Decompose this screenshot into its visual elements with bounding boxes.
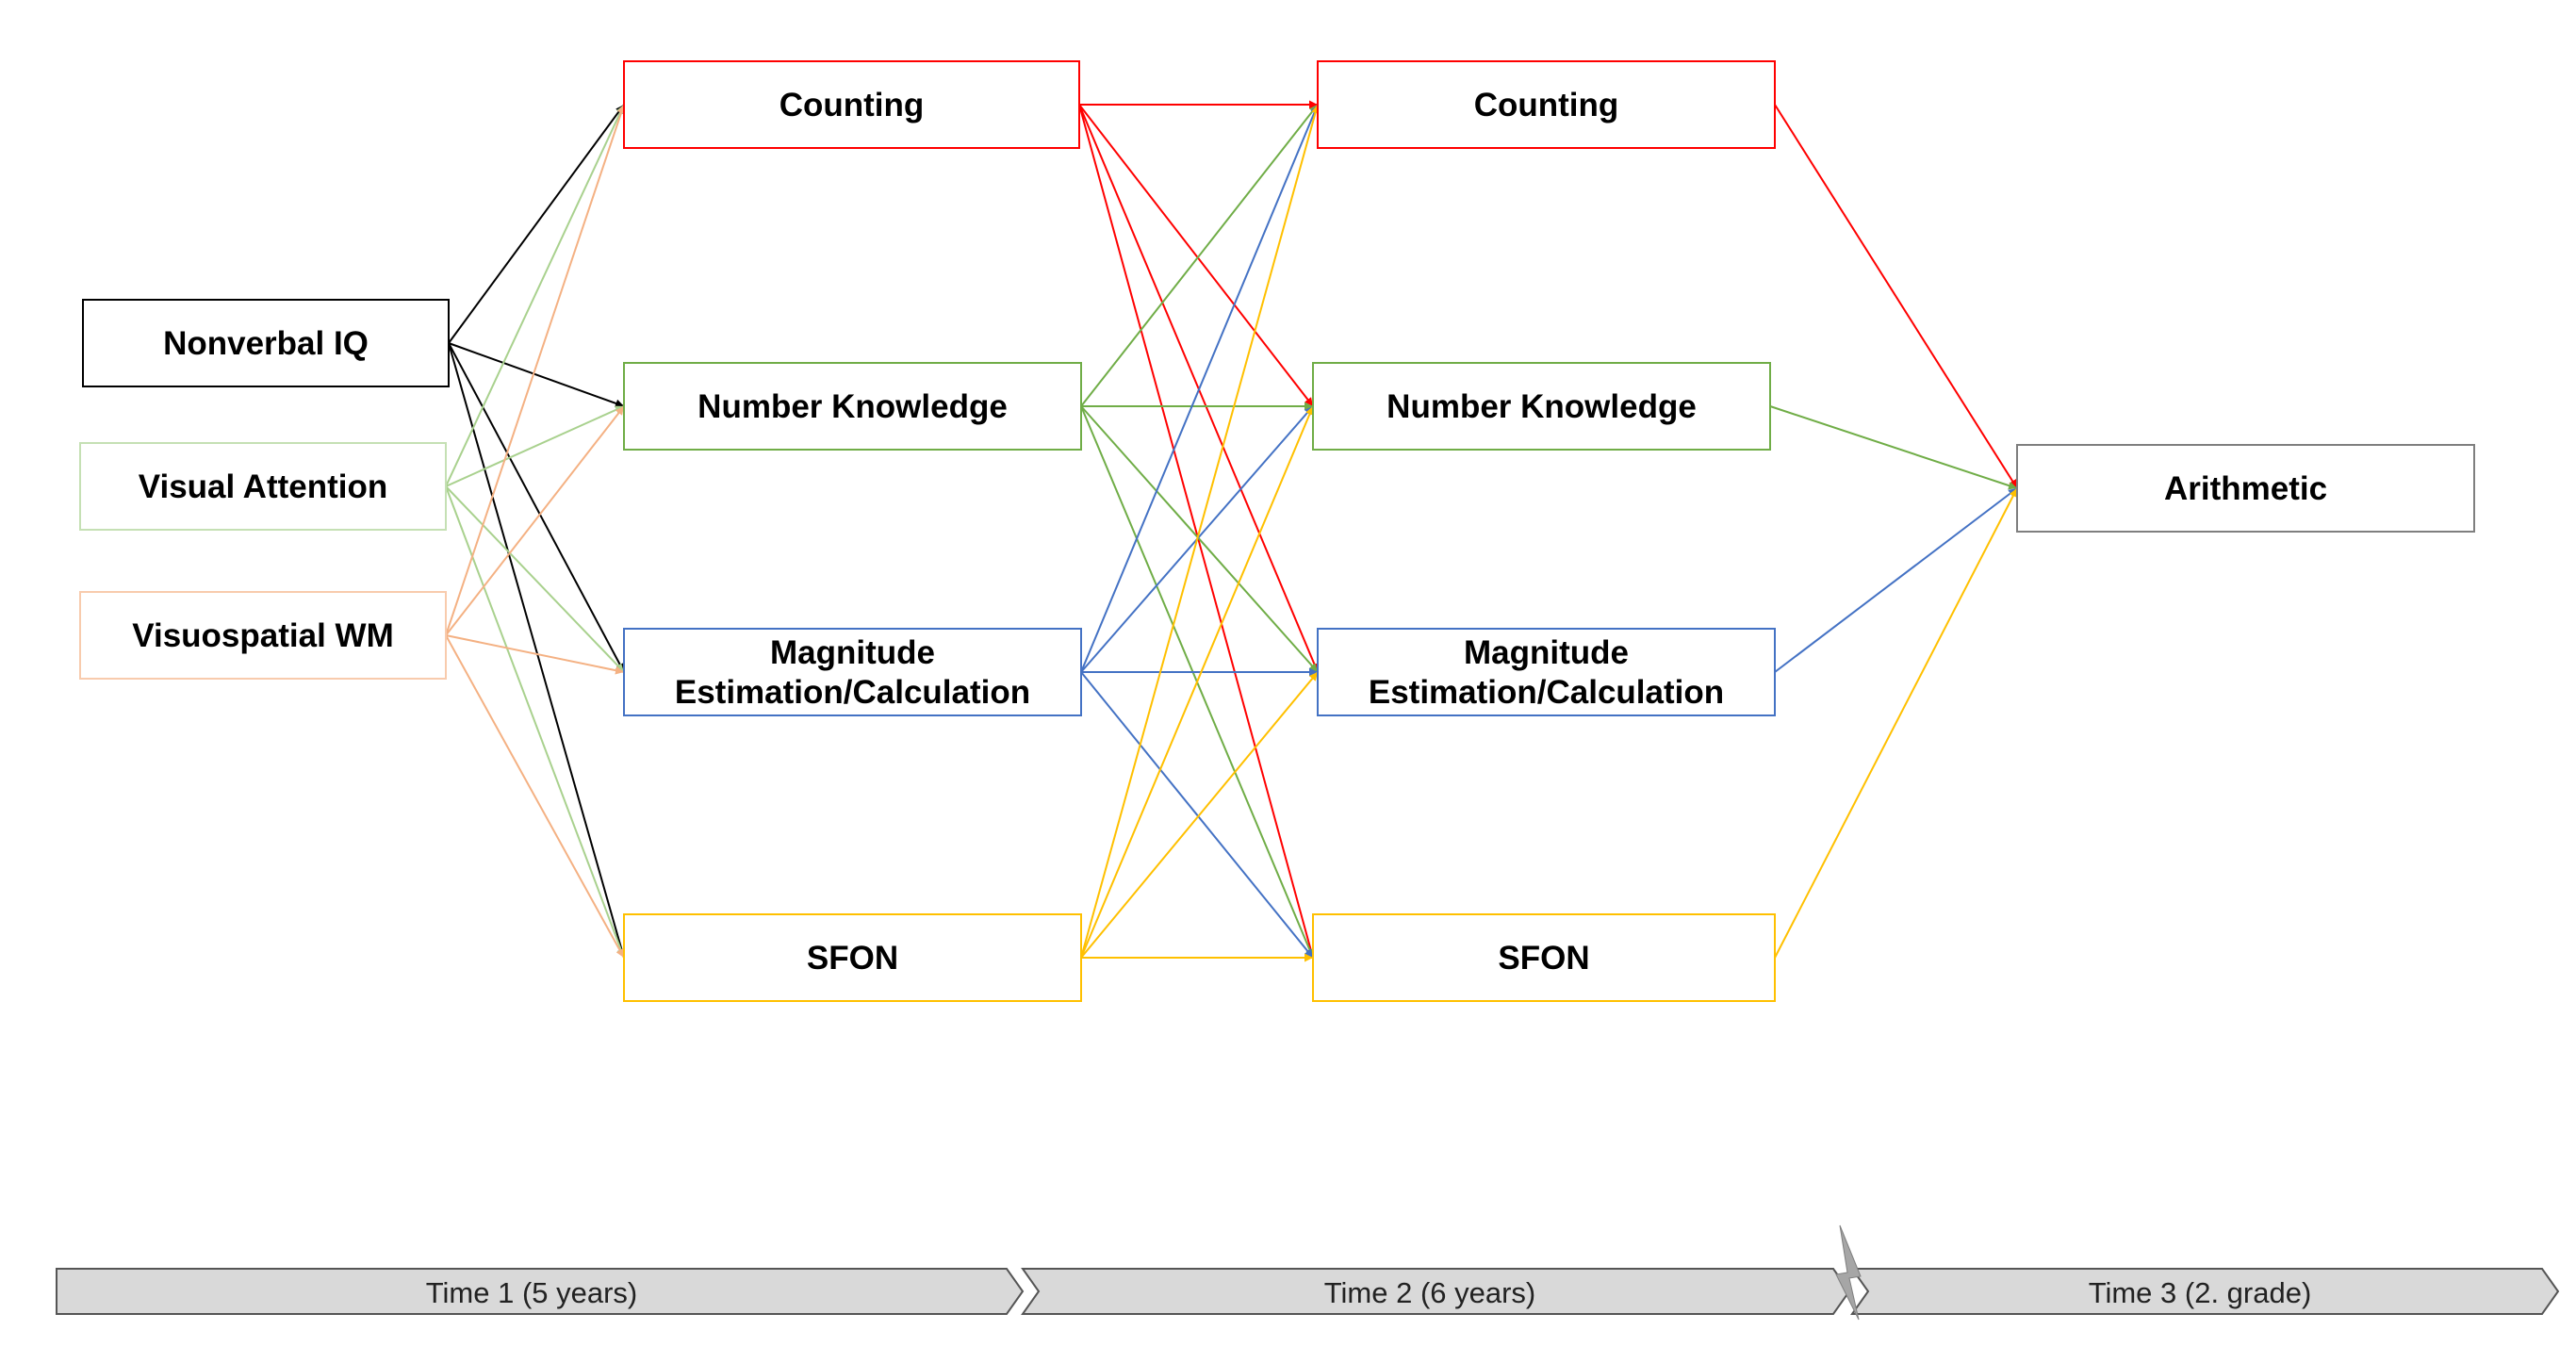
edge-t2-counting-to-arithmetic (1774, 104, 2018, 489)
timeline-arrow (1021, 1268, 1851, 1315)
edge-visual-attention-to-t1-number-knowledge (445, 405, 625, 487)
edge-t1-sfon-to-t2-magnitude (1080, 671, 1319, 959)
timeline-break-icon (1835, 1224, 1862, 1321)
edge-nonverbal-iq-to-t1-counting (448, 104, 625, 344)
node-label: Magnitude (1464, 634, 1629, 671)
edge-t1-number-knowledge-to-t2-counting (1080, 104, 1319, 407)
timeline-arrow (56, 1268, 1025, 1315)
edge-t2-magnitude-to-arithmetic (1774, 487, 2018, 673)
edge-t1-counting-to-t2-sfon (1078, 104, 1315, 959)
edge-t1-number-knowledge-to-t2-magnitude (1080, 405, 1319, 673)
node-box (2016, 444, 2475, 533)
node-label: SFON (807, 940, 898, 977)
node-box (1317, 628, 1776, 716)
edge-visuospatial-wm-to-t1-counting (445, 104, 626, 636)
node-t1-number-knowledge: Number Knowledge (623, 362, 1082, 451)
timeline-label: Time 2 (6 years) (1324, 1276, 1536, 1309)
node-visuospatial-wm: Visuospatial WM (79, 591, 447, 680)
node-label: Number Knowledge (1386, 388, 1697, 425)
edge-t2-number-knowledge-to-arithmetic (1769, 405, 2018, 490)
edge-layer (445, 100, 2018, 962)
node-label: Nonverbal IQ (163, 325, 369, 362)
edge-visuospatial-wm-to-t1-magnitude (445, 634, 625, 675)
node-box (1312, 362, 1771, 451)
node-label: Magnitude (770, 634, 935, 671)
edge-nonverbal-iq-to-t1-number-knowledge (448, 342, 625, 408)
edge-t1-sfon-to-t2-number-knowledge (1080, 405, 1314, 959)
edge-t1-magnitude-to-t2-counting (1080, 104, 1319, 673)
node-box (1317, 60, 1776, 149)
node-box (623, 628, 1082, 716)
edge-visual-attention-to-t1-sfon (445, 485, 626, 959)
node-label: Visual Attention (139, 468, 387, 505)
node-visual-attention: Visual Attention (79, 442, 447, 531)
timeline-segment-3: Time 3 (2. grade) (1850, 1268, 2560, 1315)
edge-nonverbal-iq-to-t1-magnitude (448, 342, 625, 673)
node-label: Counting (779, 87, 925, 123)
timeline-segment-2: Time 2 (6 years) (1021, 1268, 1851, 1315)
node-arithmetic: Arithmetic (2016, 444, 2475, 533)
node-layer: Nonverbal IQ Visual AttentionVisuospatial… (79, 60, 2475, 1002)
edge-visuospatial-wm-to-t1-number-knowledge (445, 405, 625, 636)
edge-visual-attention-to-t1-counting (445, 104, 625, 487)
node-box (82, 299, 450, 387)
node-box (1312, 913, 1776, 1002)
edge-t1-counting-to-t2-number-knowledge (1078, 104, 1314, 407)
edge-visuospatial-wm-to-t1-sfon (445, 634, 625, 959)
node-label: Counting (1474, 87, 1619, 123)
node-label: Number Knowledge (697, 388, 1008, 425)
node-box (79, 591, 447, 680)
edge-visual-attention-to-t1-magnitude (445, 485, 625, 673)
node-t2-counting: Counting (1317, 60, 1776, 149)
node-box (623, 362, 1082, 451)
node-t2-sfon: SFON (1312, 913, 1776, 1002)
timeline-bar: Time 1 (5 years) Time 2 (6 years) Time 3 (… (56, 1224, 2560, 1321)
timeline-label: Time 3 (2. grade) (2089, 1276, 2312, 1309)
edge-t1-magnitude-to-t2-sfon (1080, 671, 1314, 959)
node-label: Visuospatial WM (132, 617, 393, 654)
timeline-label: Time 1 (5 years) (426, 1276, 638, 1309)
edge-t2-sfon-to-arithmetic (1774, 487, 2018, 959)
node-box (623, 60, 1080, 149)
node-label: Estimation/Calculation (1369, 674, 1724, 711)
edge-t1-sfon-to-t2-counting (1080, 104, 1320, 959)
node-t2-number-knowledge: Number Knowledge (1312, 362, 1771, 451)
node-label: Estimation/Calculation (675, 674, 1030, 711)
node-t1-counting: Counting (623, 60, 1080, 149)
timeline-arrow (1850, 1268, 2560, 1315)
node-t1-sfon: SFON (623, 913, 1082, 1002)
node-label: SFON (1498, 940, 1589, 977)
node-label: Arithmetic (2164, 470, 2327, 507)
node-nonverbal-iq: Nonverbal IQ (82, 299, 450, 387)
edge-nonverbal-iq-to-t1-sfon (448, 342, 626, 959)
node-box (623, 913, 1082, 1002)
node-box (79, 442, 447, 531)
timeline-segment-1: Time 1 (5 years) (56, 1268, 1025, 1315)
